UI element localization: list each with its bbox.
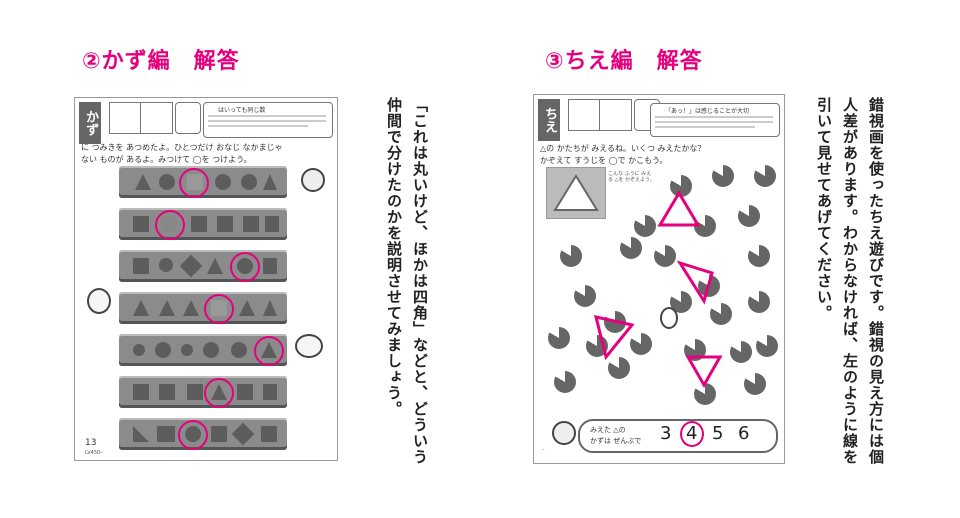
- answer-option-5: 5: [712, 423, 724, 444]
- sphere-shape: [155, 342, 171, 358]
- pacman-shape: [712, 165, 734, 187]
- pacman-shape: [748, 291, 770, 313]
- answer-circle: [179, 168, 209, 198]
- answer-circle: [178, 420, 208, 450]
- answer-triangle-4: [685, 355, 723, 389]
- cube-shape: [133, 258, 149, 274]
- kazu-workbook-page: かず はいっても同じ数 に つみきを あつめたよ。ひとつだけ おなじ なかまじゃ…: [74, 97, 338, 461]
- cube-shape: [243, 216, 259, 232]
- kazu-footer-code: LV450–: [85, 450, 103, 456]
- cube-shape: [263, 258, 277, 274]
- chie-instruction-2: かぞえて すうじを ◯で かこもう。: [540, 156, 668, 165]
- pacman-shape: [548, 327, 570, 349]
- tray-row-4: [119, 292, 287, 324]
- answer-triangle-3: [593, 315, 635, 361]
- right-explanation: 錯視画を使ったちえ遊びです。錯視の見え方には個人差があります。わからなければ、左…: [815, 97, 885, 465]
- answer-circle: [254, 336, 284, 366]
- right-section-heading: ③ちえ編 解答: [545, 49, 703, 74]
- sphere-shape: [159, 174, 175, 190]
- answer-triangle-1: [657, 190, 701, 227]
- answer-triangles: [593, 190, 723, 389]
- cube-shape: [191, 216, 207, 232]
- kazu-hint-box: はいっても同じ数: [203, 102, 333, 138]
- girl-character-icon: [87, 288, 111, 314]
- sphere-shape: [181, 344, 193, 356]
- sphere-shape: [215, 174, 231, 190]
- cube-shape: [237, 384, 253, 400]
- cube-shape: [211, 426, 227, 442]
- chie-answer-grid: [568, 99, 632, 131]
- cube-shape: [157, 426, 175, 442]
- sphere-shape: [231, 342, 247, 358]
- chie-instruction-1: △の かたちが みえるね。いくつ みえたかな？: [540, 144, 706, 153]
- sphere-shape: [203, 342, 219, 358]
- pacman-shape: [620, 237, 642, 259]
- kazu-instruction-1: に つみきを あつめたよ。ひとつだけ おなじ なかまじゃ: [81, 143, 283, 152]
- answer-label-2: かずは ぜんぶで: [590, 437, 642, 445]
- pacman-shape: [654, 245, 676, 267]
- sphere-shape: [159, 258, 173, 272]
- pacman-shape: [554, 371, 576, 393]
- pacman-shape: [730, 341, 752, 363]
- pacman-shape: [748, 245, 770, 267]
- chie-page-number: –: [542, 447, 545, 453]
- answer-option-3: 3: [660, 423, 672, 444]
- pacman-shape: [694, 215, 716, 237]
- example-triangle-icon: [553, 174, 599, 211]
- scissors-character-icon: [295, 334, 323, 358]
- pacman-shape: [630, 333, 652, 355]
- answer-circle: [230, 252, 260, 282]
- sphere-shape: [241, 174, 257, 190]
- chie-workbook-page: ちえ 「あっ！」は感じることが大切 △の かたちが みえるね。いくつ みえたかな…: [533, 94, 785, 464]
- pacman-shape: [756, 335, 778, 357]
- pacman-shape: [670, 291, 692, 313]
- pacman-shape: [710, 303, 732, 325]
- answer-circle: [155, 210, 185, 240]
- example-illustration: [546, 167, 606, 219]
- answer-circle: [680, 421, 704, 447]
- chie-hint-box: 「あっ！」は感じることが大切: [650, 103, 780, 137]
- kazu-answer-grid: [109, 102, 173, 134]
- kazu-tab: かず: [79, 102, 101, 144]
- pacman-shape: [634, 215, 656, 237]
- cube-shape: [133, 384, 149, 400]
- chie-hint-title: 「あっ！」は感じることが大切: [665, 108, 750, 115]
- bear-character-icon: [552, 421, 576, 445]
- answer-circle: [204, 378, 234, 408]
- cube-shape: [133, 216, 149, 232]
- pacman-shape: [754, 165, 776, 187]
- cube-shape: [265, 216, 279, 232]
- answer-label-1: みえた △の: [590, 426, 626, 434]
- example-caption: こんな ふうに みえる △を かぞえよう。: [608, 171, 655, 183]
- pacman-shape: [670, 175, 692, 197]
- left-section-heading: ②かず編 解答: [82, 49, 240, 74]
- sphere-shape: [133, 344, 145, 356]
- answer-circle: [204, 294, 234, 324]
- pacman-shape: [738, 205, 760, 227]
- cube-shape: [159, 384, 175, 400]
- cube-shape: [187, 384, 203, 400]
- pacman-shape: [574, 285, 596, 307]
- cube-shape: [261, 426, 277, 442]
- kazu-hint-title: はいっても同じ数: [218, 107, 266, 114]
- answer-option-6: 6: [738, 423, 750, 444]
- kazu-page-number: 13: [85, 438, 97, 448]
- bear-character-icon: [301, 168, 325, 192]
- kazu-instruction-2: ない ものが あるよ。みつけて ◯を つけよう。: [81, 155, 252, 164]
- kazu-stamp-box: [175, 102, 201, 134]
- cube-shape: [263, 384, 277, 400]
- girl-character-icon: [660, 307, 678, 329]
- pacman-shape: [608, 357, 630, 379]
- answer-box: みえた △の かずは ぜんぶで 3 4 5 6: [578, 419, 778, 453]
- pacman-shape: [560, 245, 582, 267]
- left-explanation: 「これは丸いけど、ほかは四角」などと、どういう仲間で分けたのかを説明させてみまし…: [385, 97, 429, 465]
- chie-tab: ちえ: [538, 99, 560, 141]
- cube-shape: [217, 216, 233, 232]
- pacman-shape: [744, 373, 766, 395]
- pacman-shape: [694, 383, 716, 405]
- answer-triangle-2: [676, 260, 714, 305]
